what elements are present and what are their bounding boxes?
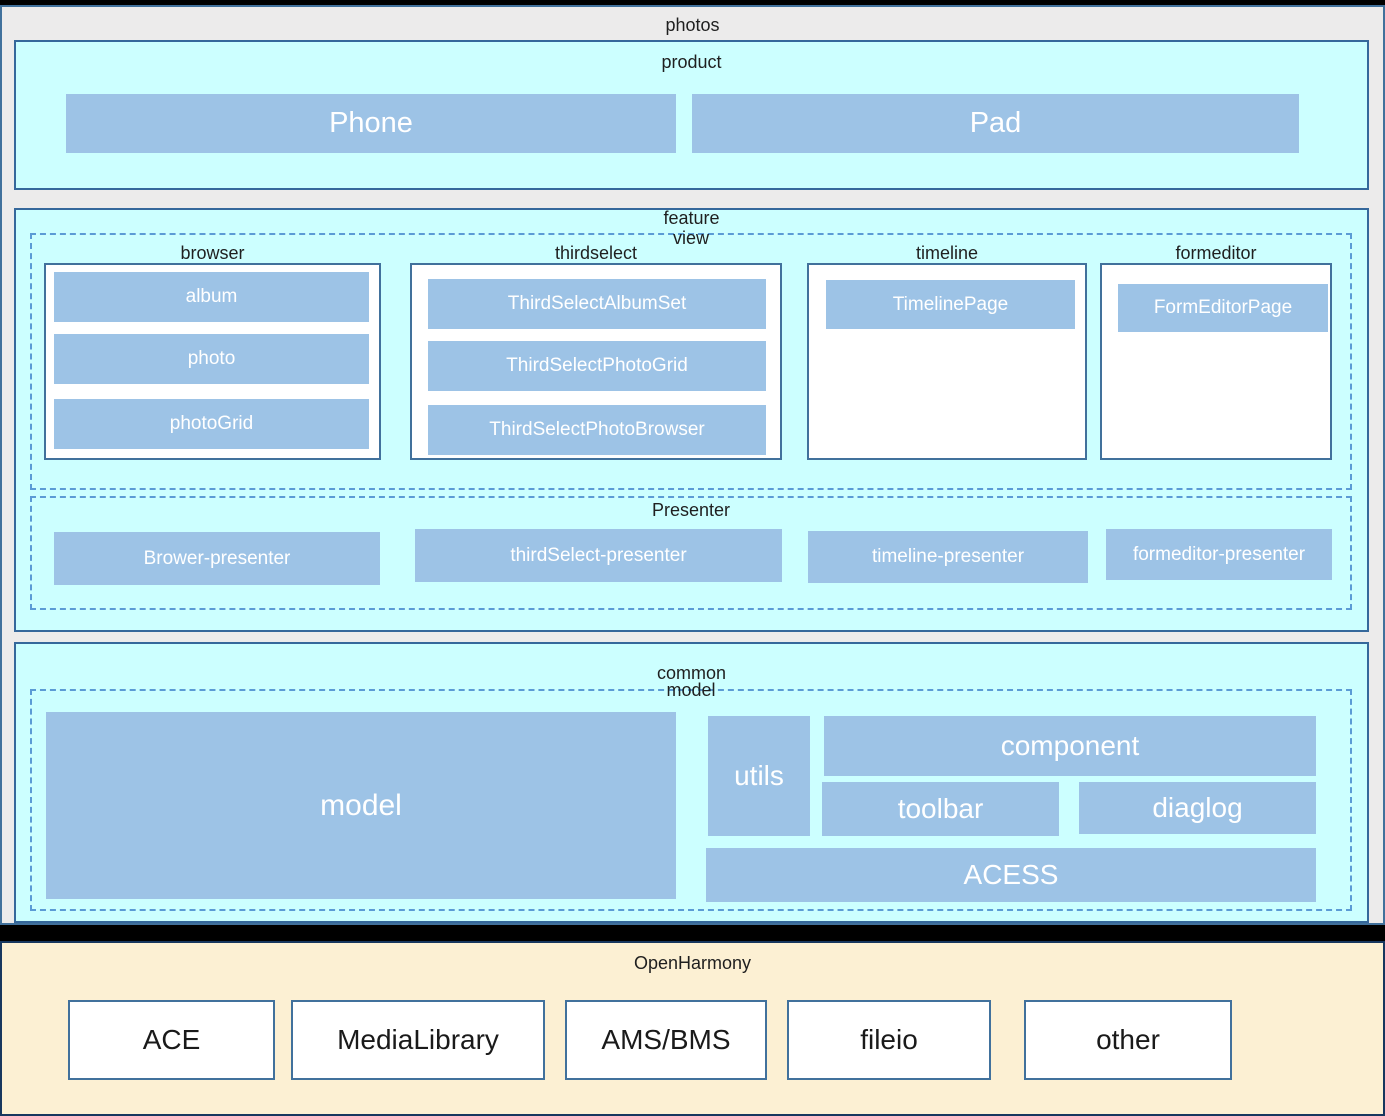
product-block-pad: Pad <box>692 94 1299 153</box>
browser-block-photogrid: photoGrid <box>54 399 369 449</box>
feature-section: feature view browser album photo photoGr… <box>14 208 1369 632</box>
acess-block: ACESS <box>706 848 1316 902</box>
common-section: common model model utils component toolb… <box>14 642 1369 923</box>
openharmony-box-medialibrary: MediaLibrary <box>291 1000 545 1080</box>
openharmony-box-ace: ACE <box>68 1000 275 1080</box>
presenter-block-browser: Brower-presenter <box>54 532 380 585</box>
thirdselect-block-photogrid: ThirdSelectPhotoGrid <box>428 341 766 391</box>
openharmony-panel: OpenHarmony ACE MediaLibrary AMS/BMS fil… <box>0 941 1385 1116</box>
openharmony-label: OpenHarmony <box>633 953 752 973</box>
model-group-label: model <box>666 680 716 700</box>
model-block: model <box>46 712 676 899</box>
diaglog-block: diaglog <box>1079 782 1316 834</box>
thirdselect-block-photobrowser: ThirdSelectPhotoBrowser <box>428 405 766 455</box>
presenter-block-formeditor: formeditor-presenter <box>1106 529 1332 580</box>
thirdselect-box: thirdselect ThirdSelectAlbumSet ThirdSel… <box>410 243 782 460</box>
utils-block: utils <box>708 716 810 836</box>
openharmony-box-fileio: fileio <box>787 1000 991 1080</box>
feature-label: feature <box>663 208 720 228</box>
product-section: product Phone Pad <box>14 40 1369 190</box>
formeditor-block-formeditorpage: FormEditorPage <box>1118 284 1328 332</box>
formeditor-box: formeditor FormEditorPage <box>1100 243 1332 460</box>
component-block: component <box>824 716 1316 776</box>
common-label: common <box>656 663 727 683</box>
presenter-label: Presenter <box>651 500 731 520</box>
view-group: view browser album photo photoGrid third… <box>30 228 1352 490</box>
view-label: view <box>672 228 709 248</box>
presenter-block-timeline: timeline-presenter <box>808 531 1088 583</box>
presenter-block-thirdselect: thirdSelect-presenter <box>415 529 782 582</box>
thirdselect-block-albumset: ThirdSelectAlbumSet <box>428 279 766 329</box>
browser-label: browser <box>180 243 245 263</box>
model-group: model model utils component toolbar diag… <box>30 680 1352 911</box>
timeline-label: timeline <box>915 243 979 263</box>
thirdselect-label: thirdselect <box>554 243 638 263</box>
openharmony-box-amsbms: AMS/BMS <box>565 1000 767 1080</box>
product-block-phone: Phone <box>66 94 676 153</box>
timeline-box: timeline TimelinePage <box>807 243 1087 460</box>
browser-block-album: album <box>54 272 369 322</box>
openharmony-box-other: other <box>1024 1000 1232 1080</box>
photos-title: photos <box>665 15 720 35</box>
browser-block-photo: photo <box>54 334 369 384</box>
timeline-block-timelinepage: TimelinePage <box>826 280 1075 329</box>
product-label: product <box>661 52 722 72</box>
toolbar-block: toolbar <box>822 782 1059 836</box>
browser-box: browser album photo photoGrid <box>44 243 381 460</box>
presenter-group: Presenter Brower-presenter thirdSelect-p… <box>30 496 1352 610</box>
photos-panel: photos product Phone Pad feature view br… <box>0 5 1385 925</box>
formeditor-label: formeditor <box>1175 243 1257 263</box>
